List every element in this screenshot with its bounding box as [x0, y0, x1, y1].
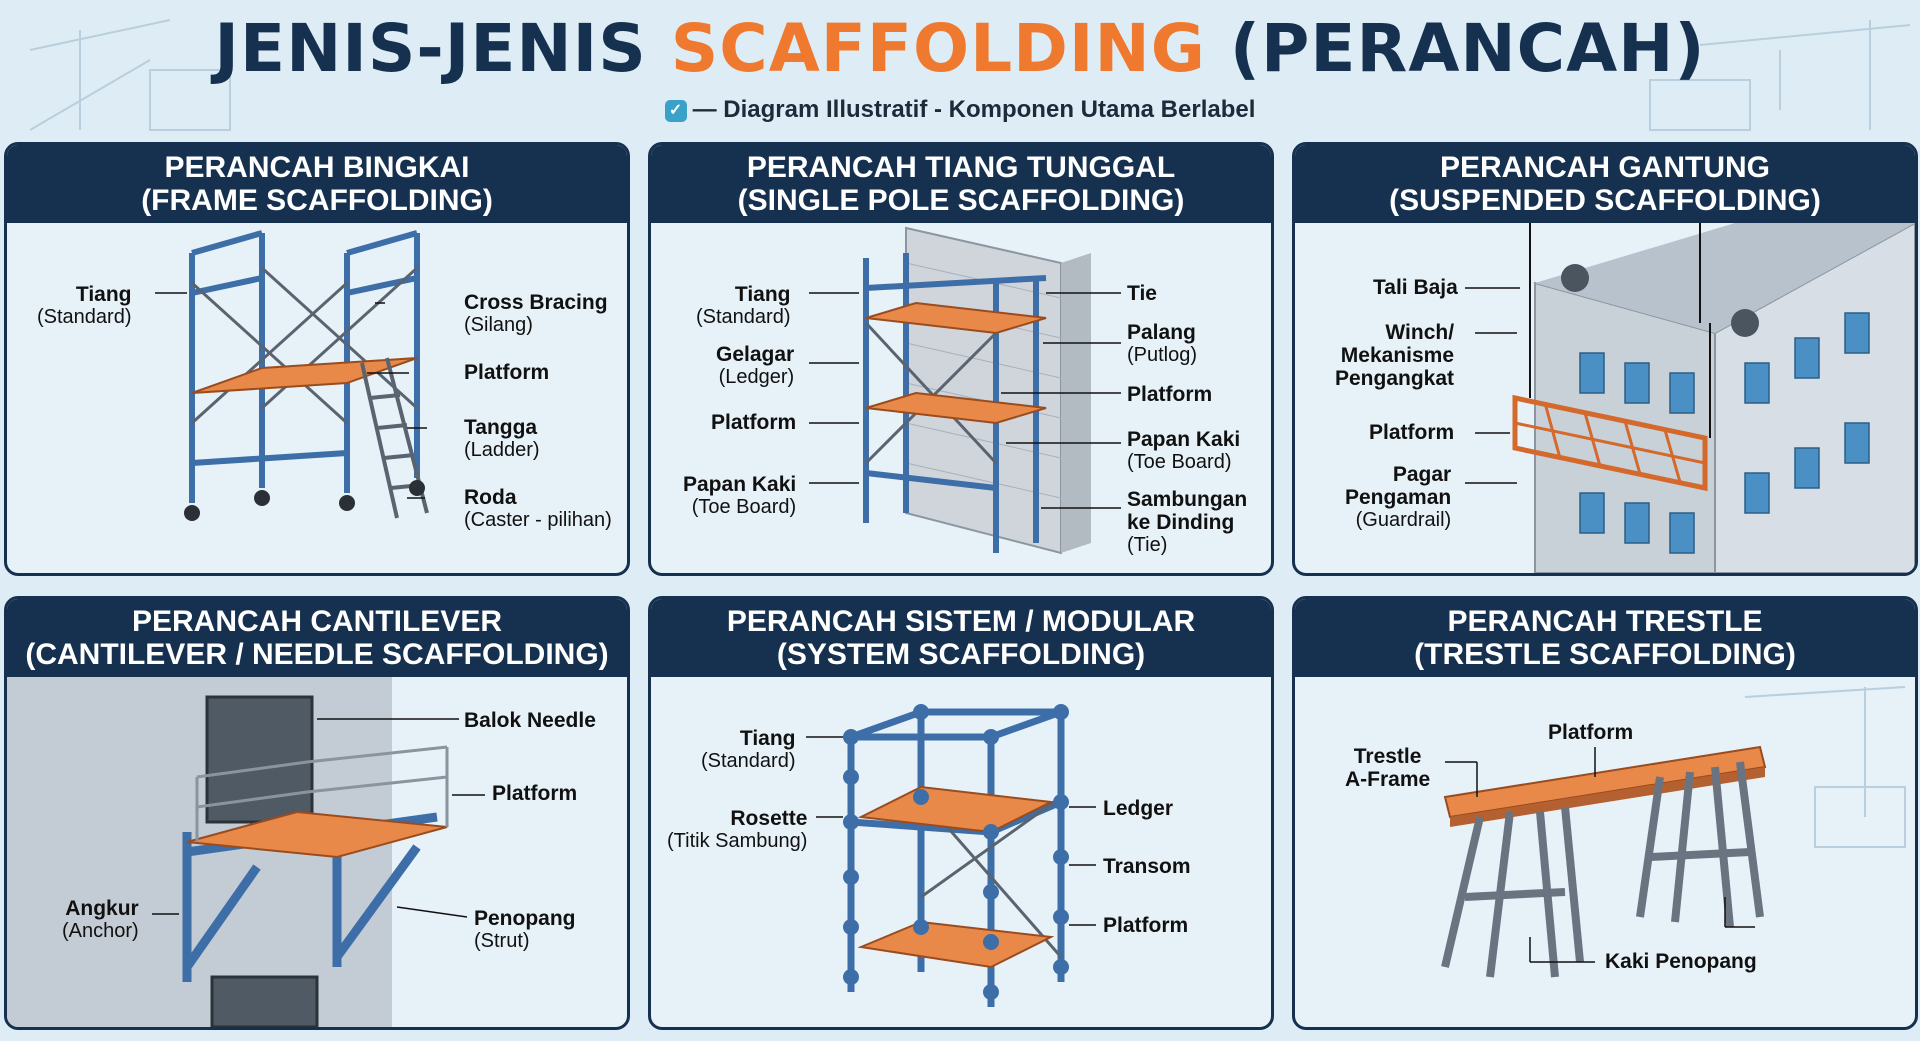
label-papan-kaki-right: Papan Kaki(Toe Board)	[1127, 428, 1241, 473]
panel-body: Balok Needle Platform Angkur(Anchor) Pen…	[7, 677, 627, 1027]
panel-header: PERANCAH TRESTLE (TRESTLE SCAFFOLDING)	[1295, 599, 1915, 677]
label-platform: Platform	[1103, 914, 1189, 937]
label-platform-right: Platform	[1127, 383, 1213, 406]
label-penopang: Penopang(Strut)	[474, 907, 576, 952]
panel-frame-scaffolding: PERANCAH BINGKAI (FRAME SCAFFOLDING)	[4, 142, 630, 576]
panel-trestle-scaffolding: PERANCAH TRESTLE (TRESTLE SCAFFOLDING)	[1292, 596, 1918, 1030]
system-scaffolding-illustration	[806, 704, 1096, 1007]
label-kaki-penopang: Kaki Penopang	[1605, 950, 1757, 973]
label-balok-needle: Balok Needle	[464, 709, 596, 732]
trestle-scaffolding-illustration	[1441, 686, 1906, 978]
panel-suspended-scaffolding: PERANCAH GANTUNG (SUSPENDED SCAFFOLDING)	[1292, 142, 1918, 576]
cantilever-scaffolding-illustration	[7, 677, 485, 1027]
panel-single-pole-scaffolding: PERANCAH TIANG TUNGGAL (SINGLE POLE SCAF…	[648, 142, 1274, 576]
panel-header: PERANCAH TIANG TUNGGAL (SINGLE POLE SCAF…	[651, 145, 1271, 223]
label-palang: Palang(Putlog)	[1127, 321, 1198, 366]
label-angkur: Angkur(Anchor)	[62, 897, 139, 942]
label-platform: Platform	[492, 782, 578, 805]
panel-title: PERANCAH CANTILEVER	[131, 605, 503, 638]
panel-body: Tiang(Standard) Cross Bracing(Silang) Pl…	[7, 223, 627, 573]
label-platform: Platform	[464, 361, 550, 384]
page-subtitle: ✓— Diagram Illustratif - Komponen Utama …	[0, 96, 1920, 124]
label-tiang: Tiang(Standard)	[696, 283, 791, 328]
panel-subtitle: (SINGLE POLE SCAFFOLDING)	[737, 184, 1185, 217]
panel-subtitle: (TRESTLE SCAFFOLDING)	[1414, 638, 1796, 671]
label-tiang: Tiang(Standard)	[701, 727, 796, 772]
label-tangga: Tangga(Ladder)	[464, 416, 540, 461]
checkbox-icon: ✓	[664, 99, 687, 122]
label-transom: Transom	[1103, 855, 1191, 878]
label-platform-left: Platform	[711, 411, 797, 434]
label-cross-bracing: Cross Bracing(Silang)	[464, 291, 608, 336]
label-platform: Platform	[1369, 421, 1455, 444]
single-pole-scaffolding-illustration	[809, 226, 1121, 555]
title-part-2: SCAFFOLDING	[670, 10, 1206, 87]
page-title: JENIS-JENIS SCAFFOLDING (PERANCAH)	[0, 10, 1920, 87]
panel-header: PERANCAH CANTILEVER (CANTILEVER / NEEDLE…	[7, 599, 627, 677]
label-tie: Tie	[1127, 282, 1157, 305]
panel-subtitle: (FRAME SCAFFOLDING)	[141, 184, 493, 217]
suspended-scaffolding-illustration	[1465, 223, 1915, 573]
label-tali-baja: Tali Baja	[1373, 276, 1458, 299]
label-platform: Platform	[1548, 721, 1634, 744]
panel-header: PERANCAH SISTEM / MODULAR (SYSTEM SCAFFO…	[651, 599, 1271, 677]
frame-scaffolding-illustration	[155, 230, 429, 521]
panel-header: PERANCAH GANTUNG (SUSPENDED SCAFFOLDING)	[1295, 145, 1915, 223]
label-ledger: Ledger	[1103, 797, 1174, 820]
label-roda: Roda(Caster - pilihan)	[464, 486, 612, 531]
panel-title: PERANCAH GANTUNG	[1440, 151, 1770, 184]
panel-body: Tiang(Standard) Rosette(Titik Sambung) L…	[651, 677, 1271, 1027]
title-part-1: JENIS-JENIS	[214, 10, 647, 87]
panel-body: Tiang(Standard) Gelagar(Ledger) Platform…	[651, 223, 1271, 573]
panel-title: PERANCAH TRESTLE	[1447, 605, 1763, 638]
panel-header: PERANCAH BINGKAI (FRAME SCAFFOLDING)	[7, 145, 627, 223]
panel-system-scaffolding: PERANCAH SISTEM / MODULAR (SYSTEM SCAFFO…	[648, 596, 1274, 1030]
panel-title: PERANCAH TIANG TUNGGAL	[746, 151, 1176, 184]
title-part-3: (PERANCAH)	[1229, 10, 1706, 87]
panel-cantilever-scaffolding: PERANCAH CANTILEVER (CANTILEVER / NEEDLE…	[4, 596, 630, 1030]
panel-title: PERANCAH BINGKAI	[164, 151, 470, 184]
panel-subtitle: (SUSPENDED SCAFFOLDING)	[1389, 184, 1821, 217]
label-papan-kaki-left: Papan Kaki(Toe Board)	[683, 473, 797, 518]
label-rosette: Rosette(Titik Sambung)	[667, 807, 808, 852]
panel-subtitle: (SYSTEM SCAFFOLDING)	[776, 638, 1146, 671]
label-tiang: Tiang(Standard)	[37, 283, 132, 328]
subtitle-text: — Diagram Illustratif - Komponen Utama B…	[692, 96, 1256, 123]
label-gelagar: Gelagar(Ledger)	[716, 343, 795, 388]
panel-title: PERANCAH SISTEM / MODULAR	[726, 605, 1196, 638]
panel-subtitle: (CANTILEVER / NEEDLE SCAFFOLDING)	[25, 638, 609, 671]
